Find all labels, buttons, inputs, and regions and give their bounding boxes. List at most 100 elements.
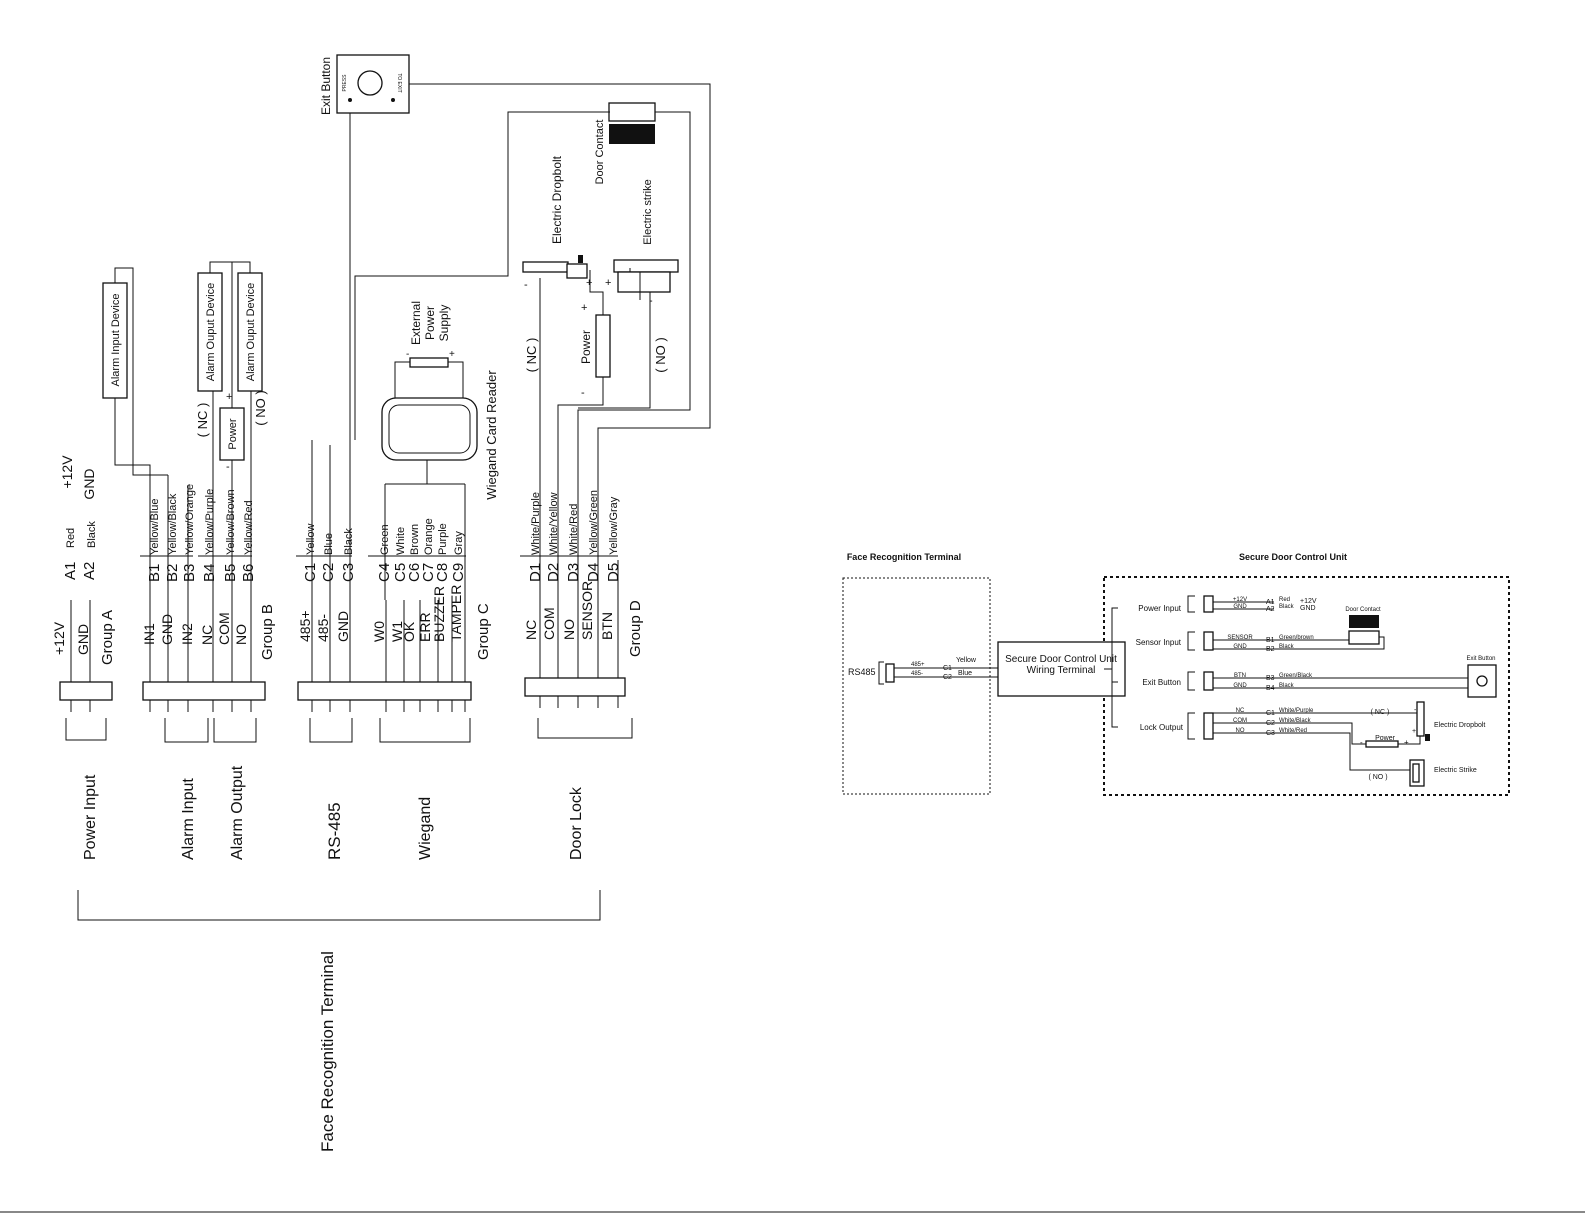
alarm-power-minus: -: [226, 461, 230, 473]
right-dropbolt-label: Electric Dropbolt: [1434, 722, 1485, 729]
right-exit_rows-color-1: Black: [1279, 683, 1295, 689]
group_d-wire-code-0: D1: [527, 563, 544, 582]
right-rs-code-0: C1: [943, 665, 952, 672]
right-power_rows-code-1: A2: [1266, 606, 1275, 613]
right-power_rows-code-0: A1: [1266, 599, 1275, 606]
group_b-pin-4: COM: [216, 612, 232, 645]
external-power-wires: [394, 361, 464, 398]
lock-power-label: Power: [579, 330, 593, 364]
strike-plus: +: [605, 277, 611, 289]
section-door-lock: Door Lock: [568, 786, 585, 860]
right-rs-pin-0: 485+: [911, 662, 925, 668]
right-lock-connector: [1203, 712, 1214, 740]
group_d-pin-0: NC: [523, 620, 539, 640]
right-connector-brackets: [1187, 595, 1195, 740]
connector-group-a: [59, 681, 113, 701]
right-lock_rows-pin-0: NC: [1236, 708, 1245, 714]
right-wiring-terminal-box: [997, 641, 1126, 697]
group_c-wire-color-4: White: [395, 527, 407, 555]
right-group-bracket: [1104, 607, 1118, 728]
group_b-wire-color-3: Yellow/Purple: [204, 489, 216, 555]
group_b-wire-code-3: B4: [201, 564, 218, 582]
group_b-wire-code-2: B3: [181, 564, 198, 582]
group_d-pin-2: NO: [561, 619, 577, 640]
right-exit-button-label: Exit Button: [1466, 656, 1495, 662]
group_c-pin-0: 485+: [297, 610, 313, 642]
right-lock-no: ( NO ): [1368, 774, 1387, 781]
door-contact-wires: [354, 111, 691, 560]
group_c-wire-color-3: Green: [379, 524, 391, 555]
lock-power-box: [595, 314, 611, 378]
group_c-pin-7: BUZZER: [431, 586, 447, 642]
section-power-input: Power Input: [82, 774, 99, 860]
alarm-output-wires: [209, 261, 252, 478]
group_c-pin-2: GND: [335, 611, 351, 642]
right-lock-wires: [1274, 705, 1421, 771]
right-sensor_rows-code-0: B1: [1266, 637, 1275, 644]
alarm-power-label: Power: [227, 418, 239, 450]
section-rs485: RS-485: [325, 802, 344, 860]
right-dropbolt-body: [1416, 701, 1425, 737]
terminal-bracket: [77, 890, 601, 921]
section-alarm-input: Alarm Input: [180, 778, 197, 860]
right-group-power-input: Power Input: [1138, 604, 1181, 613]
lock-no-label: ( NO ): [653, 337, 668, 372]
group_c-pin-8: TAMPER: [448, 585, 464, 642]
alarm-input-wires: [114, 267, 168, 485]
right-lock_rows-color-2: White/Red: [1279, 728, 1307, 734]
right-group-sensor-input: Sensor Input: [1136, 638, 1182, 647]
supply-gnd: GND: [81, 468, 97, 499]
right-power_rows-pin-0: +12V: [1233, 597, 1247, 603]
power-wire-a1-color: Red: [65, 528, 77, 548]
group_d-label: Group D: [627, 600, 644, 657]
group_c-pin-4: W1: [389, 621, 405, 642]
right-lock_rows-color-0: White/Purple: [1279, 708, 1314, 714]
group_c-wire-code-8: C9: [450, 563, 467, 582]
connector-group-c: [297, 681, 472, 701]
section-wiegand: Wiegand: [417, 797, 434, 860]
right-rs-color-0: Yellow: [956, 657, 977, 664]
right-sensor_rows-color-1: Black: [1279, 644, 1295, 650]
group_c-pin-6: ERR: [417, 612, 433, 642]
connector-wires: [70, 440, 619, 682]
dropbolt-head: [566, 263, 588, 279]
right-exit-button-wires: [1274, 677, 1468, 689]
group_d-wire-color-3: Yellow/Green: [588, 490, 600, 555]
wiegand-reader-wires: [384, 460, 466, 600]
group_b-wire-color-2: Yellow/Orange: [184, 484, 196, 555]
right-exit-button-circle: [1476, 675, 1488, 687]
strike-top: [613, 259, 679, 273]
right-door-contact-switch: [1348, 630, 1380, 645]
group_b-label: Group B: [259, 604, 276, 660]
right-lock_rows-code-1: C2: [1266, 720, 1275, 727]
right-sensor_rows-code-1: B2: [1266, 646, 1275, 653]
right-dropbolt-bolt: [1425, 734, 1430, 741]
right-rs485-wires: [894, 667, 998, 678]
exit-button-dot-1: [348, 98, 352, 102]
group_b-wire-color-4: Yellow/Brown: [225, 489, 237, 555]
exit-button-dot-2: [391, 98, 395, 102]
electric-strike-label: Electric strike: [642, 179, 654, 244]
alarm-no-label: ( NO ): [253, 390, 268, 425]
right-lock-nc: ( NC ): [1371, 709, 1390, 716]
group_c-pin-1: 485-: [315, 614, 331, 642]
exit-button-title: Exit Button: [319, 57, 333, 115]
right-frt-boundary: [842, 577, 991, 795]
exit-button-wires: [349, 83, 711, 560]
group_d-pin-1: COM: [541, 607, 557, 640]
strike-body: [617, 271, 671, 293]
right-power_rows-pin-1: GND: [1233, 604, 1247, 610]
right-rs485-bracket: [878, 661, 884, 685]
dropbolt-plus: +: [586, 277, 592, 289]
alarm-nc-label: ( NC ): [195, 403, 210, 438]
group_c-wire-color-5: Brown: [409, 524, 421, 555]
external-power-line-3: Supply: [437, 305, 451, 342]
door-contact-switch: [608, 102, 656, 122]
right-door-contact-magnet: [1349, 615, 1379, 628]
group_d-wire-color-0: White/Purple: [530, 492, 542, 555]
right-power-connector: [1203, 595, 1214, 613]
group_c-wire-color-7: Purple: [437, 523, 449, 555]
right-strike-label: Electric Strike: [1434, 767, 1477, 774]
